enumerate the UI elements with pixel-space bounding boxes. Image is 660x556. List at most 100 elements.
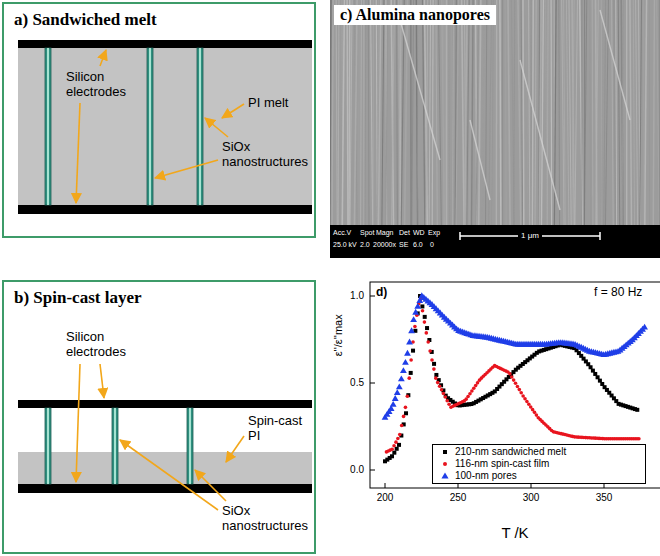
data-marker [402, 415, 406, 419]
sem-info-value: 25.0 kV [333, 241, 357, 249]
sem-striation [545, 0, 547, 225]
sem-striation [535, 0, 536, 225]
data-marker [512, 378, 516, 382]
sem-texture [330, 0, 660, 225]
sem-striation [429, 0, 431, 225]
sem-striation [529, 0, 530, 225]
leader-arrow [155, 160, 218, 178]
y-tick [370, 296, 375, 297]
sem-striation [652, 0, 653, 225]
sem-striation [622, 0, 623, 225]
data-marker [412, 309, 419, 315]
part-label: PI melt [248, 96, 288, 111]
data-marker [400, 424, 404, 428]
scale-bar-tick [459, 232, 461, 240]
sem-striation [448, 0, 450, 225]
part-label: SiOx nanostructures [222, 504, 314, 534]
top-electrode [18, 400, 312, 408]
sem-info-text: Spot [360, 229, 374, 237]
sem-striation [371, 0, 373, 225]
sem-striation [412, 0, 414, 225]
sem-striation [558, 0, 560, 225]
legend-text: 100-nm pores [455, 470, 517, 481]
y-tick-label: 1.0 [350, 290, 364, 302]
rod-highlight [149, 48, 151, 205]
leader-arrow [76, 103, 80, 203]
data-marker [434, 373, 438, 377]
sem-striation [569, 0, 571, 225]
plot-frame [370, 282, 660, 488]
data-marker [438, 384, 442, 388]
data-marker [426, 340, 430, 344]
leader-arrow [222, 104, 244, 118]
sem-striation [462, 0, 464, 225]
rod-highlight [47, 48, 49, 205]
data-marker [398, 433, 402, 437]
data-marker [432, 367, 436, 371]
sem-info-text: Det [399, 229, 410, 237]
sem-striation [350, 0, 352, 225]
data-marker [395, 447, 399, 451]
data-marker [396, 437, 400, 441]
sem-striation [630, 0, 632, 225]
sem-striation [443, 0, 444, 225]
data-marker [409, 358, 413, 362]
legend-marker [439, 459, 451, 469]
sem-striation [521, 0, 523, 225]
x-tick-label: 200 [377, 492, 394, 504]
sem-ground [330, 0, 660, 225]
sem-striation [385, 0, 387, 225]
sem-striation [551, 0, 553, 225]
y-tick-label: 0.5 [350, 377, 364, 389]
sem-striation [581, 0, 582, 225]
sem-striation [436, 0, 437, 225]
sem-striation [596, 0, 599, 225]
data-marker [423, 320, 427, 324]
legend-entry: 100-nm pores [439, 470, 639, 482]
data-marker [406, 339, 413, 345]
data-marker [519, 391, 523, 395]
sem-striation [438, 0, 441, 225]
data-marker [392, 451, 396, 455]
x-tick-label: 350 [596, 492, 613, 504]
chart [370, 282, 660, 488]
sem-striation [373, 0, 374, 225]
data-marker [390, 454, 394, 458]
sem-striation [539, 0, 541, 225]
sem-striation [451, 0, 453, 225]
bottom-electrode [18, 484, 312, 493]
panel-title-box: c) Alumina nanopores [334, 5, 496, 25]
chart-legend: 210-nm sandwiched melt116-nm spin-cast f… [432, 444, 646, 484]
sem-info-value: 6.0 [413, 241, 423, 249]
nanostructure-rod [187, 408, 193, 484]
sem-striation [363, 0, 365, 225]
x-tick [385, 483, 386, 488]
sem-striation [601, 0, 604, 225]
nanostructure-rod [197, 48, 203, 205]
sem-streak [470, 120, 490, 200]
sem-striation [453, 0, 454, 225]
sem-striation [376, 0, 377, 225]
data-marker [425, 326, 429, 330]
data-marker [398, 375, 405, 381]
sem-striation [508, 0, 510, 225]
sem-striation [479, 0, 481, 225]
sem-striation [405, 0, 408, 225]
data-marker [508, 372, 512, 376]
sem-striation [626, 0, 627, 225]
legend-square [443, 450, 447, 454]
part-label: Silicon electrodes [66, 70, 146, 100]
y-axis-title: ε''/ε''max [332, 314, 345, 356]
legend-entry: 210-nm sandwiched melt [439, 446, 639, 458]
sem-striation [572, 0, 574, 225]
sem-striation [399, 0, 400, 225]
scale-bar-label: 1 μm [518, 231, 542, 240]
data-marker [428, 349, 432, 353]
legend-entry: 116-nm spin-cast film [439, 458, 639, 470]
sem-striation [649, 0, 650, 225]
data-marker [409, 371, 413, 375]
leader-arrow [76, 364, 80, 482]
sem-info-value: 2.0 [360, 241, 370, 249]
sem-info-value: 20000x [373, 241, 396, 249]
sem-striation [645, 0, 647, 225]
